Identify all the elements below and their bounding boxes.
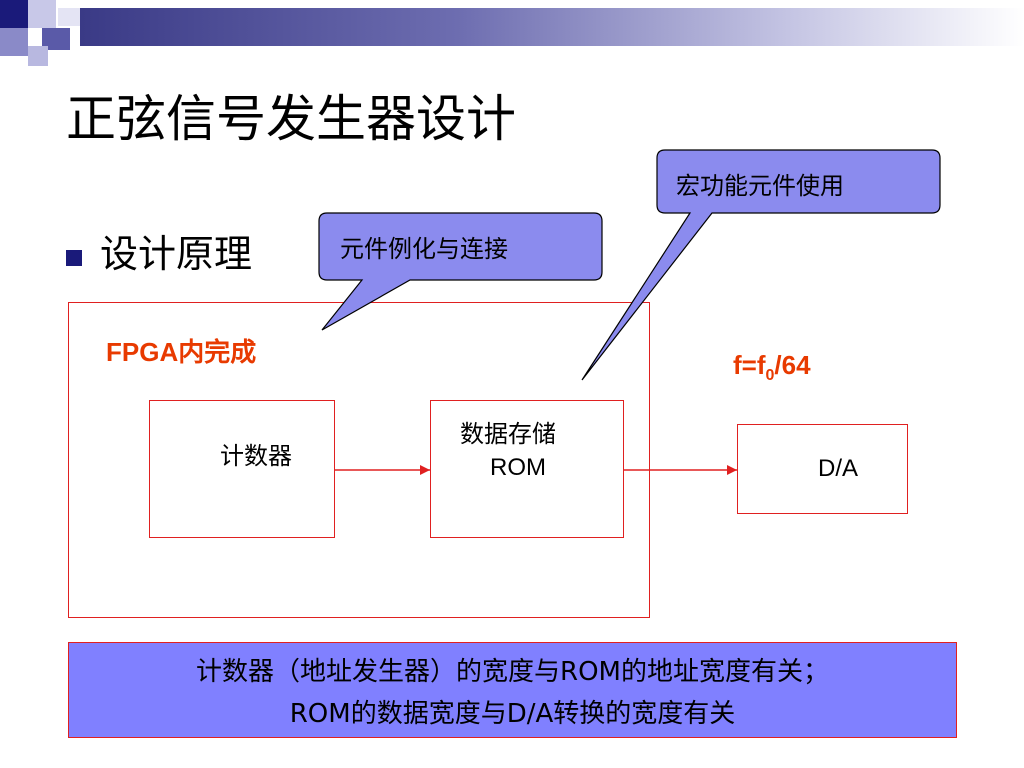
note-line-2: ROM的数据宽度与D/A转换的宽度有关 [289,699,736,729]
frequency-prefix: f=f [733,350,766,380]
bullet-text: 设计原理 [100,232,253,276]
frequency-subscript: 0 [765,367,775,385]
callout-macro-text: 宏功能元件使用 [676,172,844,200]
da-label: D/A [818,455,859,482]
decor-square-3 [0,28,28,56]
counter-block [149,400,335,538]
counter-label: 计数器 [220,442,292,470]
decor-square-4 [42,28,70,50]
decor-square-6 [58,8,80,26]
bullet-marker [66,250,82,266]
frequency-suffix: /64 [774,350,811,380]
rom-label-line2: ROM [490,454,546,481]
decor-square-1 [0,0,28,28]
frequency-formula: f=f0/64 [733,350,811,385]
decor-square-5 [28,46,48,66]
callout-instantiation-bubble [318,212,603,331]
rom-block [430,400,624,538]
callout-instantiation-text: 元件例化与连接 [340,235,508,263]
note-line-1: 计数器（地址发生器）的宽度与ROM的地址宽度有关； [196,657,829,687]
slide-title: 正弦信号发生器设计 [66,90,516,148]
decor-square-2 [28,0,56,28]
note-box: 计数器（地址发生器）的宽度与ROM的地址宽度有关； ROM的数据宽度与D/A转换… [68,642,957,738]
callout-macro-bubble [581,149,941,381]
rom-label-line1: 数据存储 [460,420,556,448]
fpga-label: FPGA内完成 [106,337,257,367]
da-block [737,424,908,514]
title-gradient-bar [80,8,1024,46]
